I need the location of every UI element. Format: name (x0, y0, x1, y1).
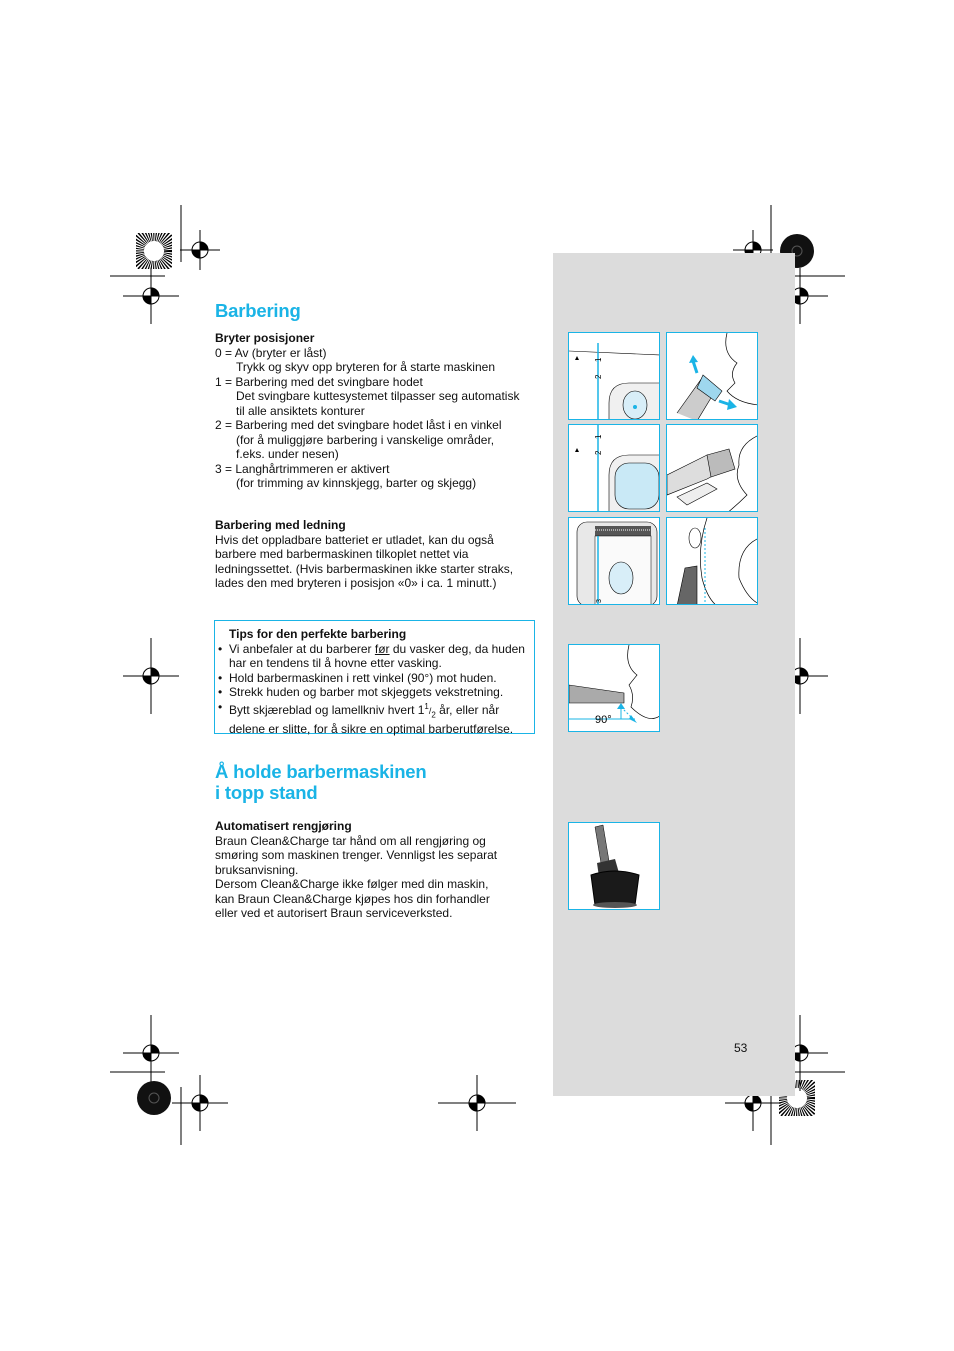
angle-illustration: 90° (569, 645, 659, 726)
pivot-head-illustration (676, 333, 757, 419)
switch-positions-block: Bryter posisjoner 0 = Av (bryter er låst… (215, 331, 545, 491)
registration-target-icon (438, 1075, 516, 1131)
starburst-mark-icon (779, 1080, 815, 1116)
figure-switch-position-2: 1 2 (568, 424, 660, 512)
registration-target-icon (172, 1075, 228, 1131)
registration-target-icon (123, 268, 179, 324)
fraction-numerator: 1 (424, 701, 429, 711)
switch-mark-3: 3 (596, 599, 603, 603)
title-line: i topp stand (215, 782, 318, 803)
registration-target-icon (123, 638, 179, 714)
fraction-slash: / (428, 705, 432, 716)
tips-list: Vi anbefaler at du barberer før du vaske… (218, 641, 530, 737)
figure-switch-position-3: 3 (568, 517, 660, 605)
tip-text: du vasker deg, da huden (389, 641, 525, 656)
section-title-barbering: Barbering (215, 300, 301, 321)
page-number: 53 (734, 1041, 748, 1055)
tip-text: Bytt skjæreblad og lamellkniv hvert 1 (229, 702, 425, 717)
figure-switch-position-1: 1 2 (568, 332, 660, 420)
figure-pivoting-head (666, 332, 758, 420)
list-item: Hold barbermaskinen i rett vinkel (90°) … (218, 671, 530, 686)
text-line: f.eks. under nesen) (236, 447, 339, 461)
text-line: Trykk og skyv opp bryteren for å starte … (236, 360, 495, 374)
trimmer-switch-illustration: 3 (576, 521, 658, 604)
text-line: ledningssettet. (Hvis barbermaskinen ikk… (215, 561, 514, 576)
registration-target-icon (180, 230, 220, 270)
text-line: til alle ansiktets konturer (236, 403, 365, 418)
tip-text: Vi anbefaler at du barberer (229, 641, 375, 656)
fraction-denominator: 2 (431, 709, 436, 719)
text-line: 0 = Av (bryter er låst) (215, 345, 327, 360)
text-line: Det svingbare kuttesystemet tilpasser se… (236, 389, 520, 403)
registration-target-icon (123, 1015, 179, 1091)
tip-emphasis: før (374, 641, 390, 656)
starburst-mark-icon (137, 1081, 171, 1115)
figure-angled-head (666, 424, 758, 512)
tip-text: delene er slitte, for å sikre en optimal… (229, 722, 514, 737)
list-item: Bytt skjæreblad og lamellkniv hvert 11/2… (218, 700, 530, 737)
switch-mark-2: 2 (594, 374, 603, 379)
text-line: Braun Clean&Charge tar hånd om all rengj… (215, 833, 486, 848)
text-line: lades den med bryteren i posisjon «0» i … (215, 576, 497, 590)
cleaning-block: Automatisert rengjøring Braun Clean&Char… (215, 819, 545, 921)
text-line: bruksanvisning. (215, 862, 299, 877)
shaver-switch-illustration: 1 2 (569, 343, 659, 419)
tip-text: år, eller når (435, 702, 500, 717)
figure-clean-and-charge (568, 822, 660, 910)
clean-charge-station-illustration (590, 824, 640, 908)
list-item: Vi anbefaler at du barberer før du vaske… (218, 641, 530, 671)
text-line: 1 = Barbering med det svingbare hodet (215, 374, 423, 389)
text-line: 3 = Langhårtrimmeren er aktivert (215, 461, 390, 476)
text-line: barbere med barbermaskinen tilkoplet net… (215, 547, 469, 561)
tips-heading: Tips for den perfekte barbering (229, 627, 407, 641)
cleaning-heading: Automatisert rengjøring (215, 819, 352, 833)
switch-mark-1: 1 (594, 357, 603, 362)
angle-label: 90° (595, 714, 612, 726)
shaver-switch-illustration: 1 2 (575, 425, 659, 511)
cord-shaving-block: Barbering med ledning Hvis det oppladbar… (215, 518, 545, 591)
text-line: Dersom Clean&Charge ikke følger med din … (215, 877, 489, 891)
text-line: Hvis det oppladbare batteriet er utladet… (215, 532, 494, 547)
figure-trimmer-sideburns (666, 517, 758, 605)
text-line: kan Braun Clean&Charge kjøpes hos din fo… (215, 891, 490, 906)
angled-shaving-illustration (667, 435, 757, 511)
switch-mark-1: 1 (594, 434, 603, 439)
switch-mark-2: 2 (594, 450, 603, 455)
tip-text: har en tendens til å hovne etter vasking… (229, 656, 442, 670)
title-line: Å holde barbermaskinen (215, 761, 427, 782)
section-title-maintenance: Å holde barbermaskinen i topp stand (215, 761, 427, 803)
figure-90-degree-angle: 90° (568, 644, 660, 732)
tips-box: Tips for den perfekte barbering Vi anbef… (214, 620, 535, 737)
trimming-illustration (677, 518, 757, 604)
switch-positions-heading: Bryter posisjoner (215, 331, 315, 345)
text-line: (for trimming av kinnskjegg, barter og s… (236, 476, 477, 490)
text-line: eller ved et autorisert Braun servicever… (215, 906, 453, 920)
starburst-mark-icon (136, 233, 172, 269)
text-line: (for å muliggjøre barbering i vanskelige… (236, 432, 495, 447)
text-line: smøring som maskinen trenger. Vennligst … (215, 848, 498, 862)
list-item: Strekk huden og barber mot skjeggets vek… (218, 685, 530, 700)
cord-shaving-heading: Barbering med ledning (215, 518, 346, 532)
text-line: 2 = Barbering med det svingbare hodet lå… (215, 418, 502, 432)
